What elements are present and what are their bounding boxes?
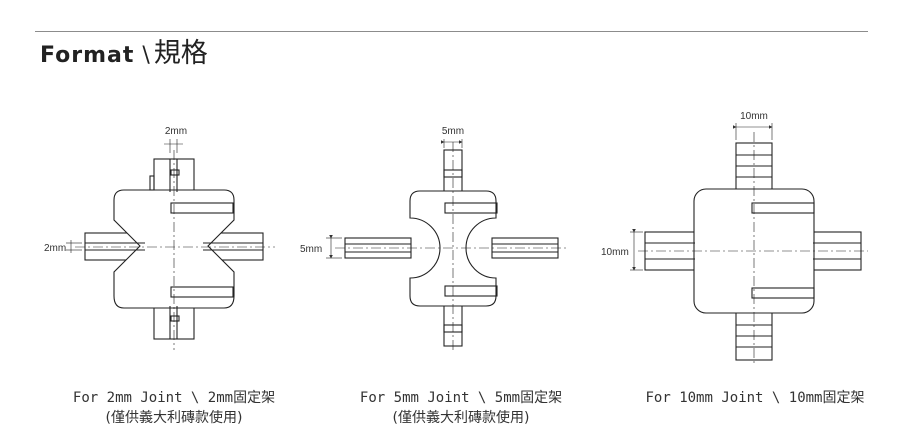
- caption-2mm-note: (僅供義大利磚款使用): [105, 410, 243, 426]
- spacer-5mm-drawing: [326, 139, 568, 352]
- spacer-2mm-drawing: [66, 139, 275, 350]
- caption-5mm: For 5mm Joint \ 5mm固定架 (僅供義大利磚款使用): [335, 388, 587, 428]
- dim-label-2mm-side: 2mm: [44, 243, 66, 254]
- caption-10mm: For 10mm Joint \ 10mm固定架: [622, 388, 888, 408]
- dim-label-10mm-top: 10mm: [740, 111, 768, 122]
- caption-2mm: For 2mm Joint \ 2mm固定架 (僅供義大利磚款使用): [48, 388, 300, 428]
- dim-label-2mm-top: 2mm: [165, 126, 187, 137]
- heading-separator: \: [142, 43, 150, 68]
- top-divider: [35, 31, 868, 32]
- caption-10mm-title: For 10mm Joint \ 10mm固定架: [645, 390, 865, 406]
- spacer-10mm-drawing: [630, 123, 868, 366]
- section-heading: Format \規格: [40, 36, 208, 73]
- caption-5mm-note: (僅供義大利磚款使用): [392, 410, 530, 426]
- dim-label-5mm-side: 5mm: [300, 244, 322, 255]
- caption-5mm-title: For 5mm Joint \ 5mm固定架: [359, 390, 563, 406]
- caption-2mm-title: For 2mm Joint \ 2mm固定架: [72, 390, 276, 406]
- heading-chinese: 規格: [153, 38, 208, 69]
- heading-english: Format: [40, 43, 135, 68]
- dim-label-10mm-side: 10mm: [601, 247, 629, 258]
- dim-label-5mm-top: 5mm: [442, 126, 464, 137]
